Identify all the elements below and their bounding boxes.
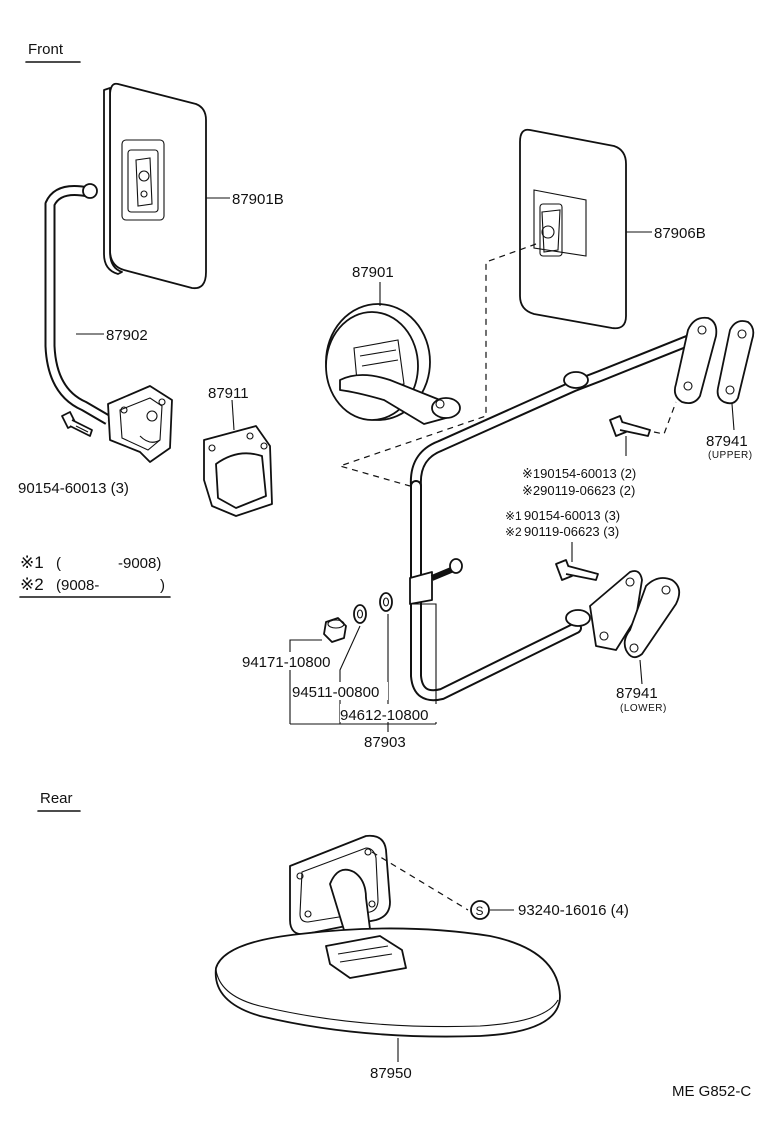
screw-symbol-letter: S [476, 904, 484, 918]
nut-94171 [323, 617, 347, 643]
stay-87902 [44, 183, 111, 425]
washer-94612 [379, 592, 393, 612]
mirror-87950 [214, 834, 561, 1038]
label-s1-mid-bolt: 90154-60013 (3) [524, 508, 620, 523]
dashed-guide-upper [337, 243, 537, 487]
label-94612: 94612-10800 [340, 707, 428, 724]
legend-note2-mark: ※2 [20, 575, 44, 594]
legend-note2-close: ) [160, 577, 165, 594]
label-upper-note: (UPPER) [708, 450, 753, 461]
label-s1-upper-bolt: ※190154-60013 (2) [522, 466, 636, 481]
label-lower-note: (LOWER) [620, 703, 667, 714]
legend-note2-range: (9008- [56, 577, 99, 594]
legend-note1-range: -9008) [118, 555, 161, 572]
label-90154-front: 90154-60013 (3) [18, 480, 129, 497]
label-s2-mid-mark: ※2 [505, 525, 522, 539]
label-87911: 87911 [208, 385, 249, 402]
label-87902: 87902 [106, 327, 148, 344]
label-87906b: 87906B [654, 225, 706, 242]
bolt-mid [555, 559, 599, 581]
label-87950: 87950 [370, 1065, 412, 1082]
bracket-lower [589, 570, 681, 659]
label-87941-lower: 87941 [616, 685, 658, 702]
legend-note1-mark: ※1 [20, 553, 44, 572]
stay-base-bracket [107, 385, 173, 463]
front-title-text: Front [28, 41, 64, 58]
bolt-90154-front-left [61, 411, 93, 437]
label-87901: 87901 [352, 264, 394, 281]
label-87903: 87903 [364, 734, 406, 751]
mirror-87901 [325, 303, 461, 425]
label-87941-upper: 87941 [706, 433, 748, 450]
leader-stay-lower [412, 603, 437, 724]
rear-title-text: Rear [40, 790, 73, 807]
label-s1-mid-mark: ※1 [505, 509, 522, 523]
leader-87941-lower [639, 659, 643, 685]
dashed-guide-upper-bolt [653, 401, 677, 435]
diagram-code: ME G852-C [672, 1083, 751, 1100]
leader-87911 [231, 399, 235, 431]
label-87901b: 87901B [232, 191, 284, 208]
mirror-87906b [519, 128, 627, 330]
leader-94171 [289, 639, 322, 724]
label-s2-upper-bolt: ※290119-06623 (2) [522, 483, 635, 498]
screw-symbol-93240: S [470, 900, 490, 920]
rear-section-title: Rear [37, 790, 81, 812]
bracket-upper [673, 316, 755, 405]
label-s2-mid-bolt: 90119-06623 (3) [524, 524, 619, 539]
washer-94511 [353, 604, 367, 624]
legend-note1-open: ( [56, 555, 61, 572]
label-94511: 94511-00800 [292, 684, 379, 701]
cover-87911 [203, 425, 273, 517]
bolt-upper [609, 415, 651, 456]
dashed-guide-rear [371, 851, 469, 911]
leader-87941-upper [731, 403, 735, 431]
stay-87903 [409, 334, 696, 702]
mirror-87901b [103, 82, 207, 290]
label-94171: 94171-10800 [242, 654, 330, 671]
legend-notes: ※1 ( -9008) ※2 (9008- ) [19, 553, 171, 598]
front-section-title: Front [25, 41, 81, 63]
label-93240: 93240-16016 (4) [518, 902, 629, 919]
